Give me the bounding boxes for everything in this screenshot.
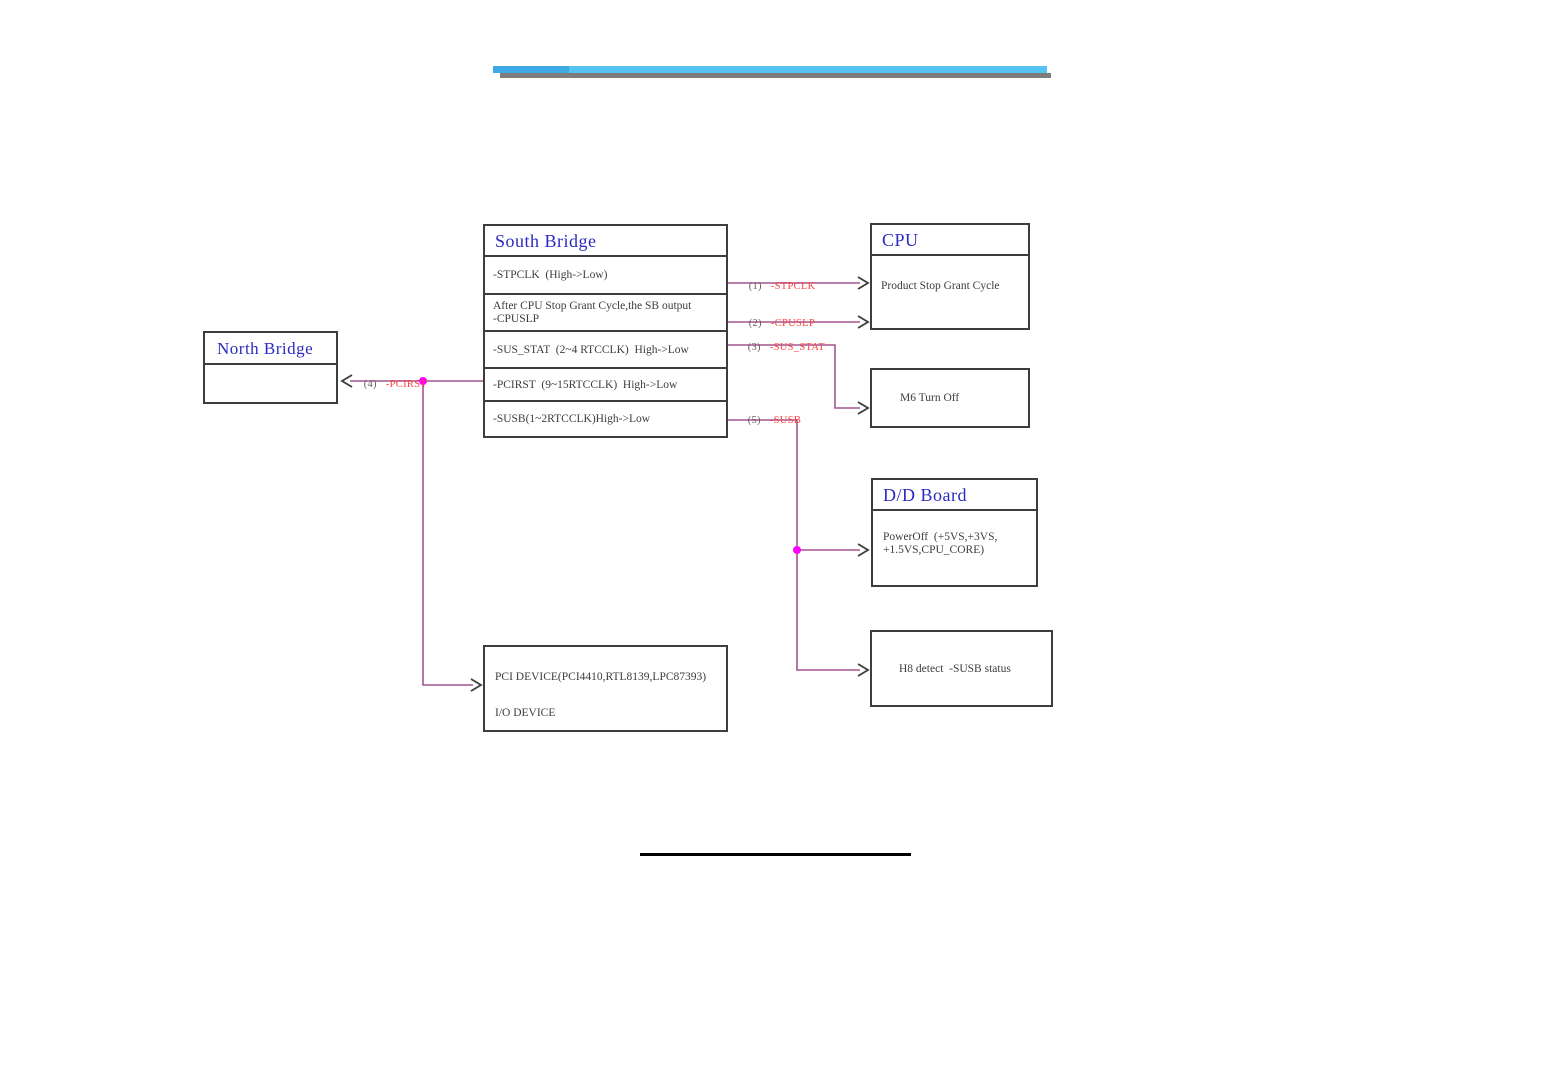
south-bridge-title: South Bridge — [485, 226, 726, 257]
south-bridge-row-pcirst: -PCIRST (9~15RTCCLK) High->Low — [485, 367, 726, 400]
arrowhead-susb-dd — [857, 543, 870, 557]
header-rule-shadow — [500, 73, 1051, 78]
dd-board-body-line1: PowerOff (+5VS,+3VS, — [883, 531, 998, 543]
h8-detect-box: H8 detect -SUSB status — [870, 630, 1053, 707]
south-bridge-row-sus-stat: -SUS_STAT (2~4 RTCCLK) High->Low — [485, 330, 726, 367]
south-bridge-box: South Bridge -STPCLK (High->Low) After C… — [483, 224, 728, 438]
south-bridge-row-susb: -SUSB(1~2RTCCLK)High->Low — [485, 400, 726, 435]
pci-device-label: PCI DEVICE(PCI4410,RTL8139,LPC87393) — [495, 671, 707, 683]
arrowhead-stpclk — [857, 276, 870, 290]
arrowhead-susb-h8 — [857, 663, 870, 677]
connector-pcirst-branch — [422, 381, 473, 686]
signal-label-sus-stat: (3)-SUS_STAT — [747, 342, 825, 353]
signal-label-susb: (5)-SUSB — [747, 415, 802, 426]
south-bridge-row-cpuslp: After CPU Stop Grant Cycle,the SB output… — [485, 293, 726, 330]
arrowhead-pcirst-nb — [340, 374, 353, 388]
h8-detect-label: H8 detect -SUSB status — [899, 662, 1011, 675]
m6-turn-off-box: M6 Turn Off — [870, 368, 1030, 428]
header-rule-accent — [493, 66, 569, 73]
arrowhead-cpuslp — [857, 315, 870, 329]
north-bridge-empty-row — [205, 365, 336, 395]
arrowhead-sus-stat — [857, 401, 870, 415]
north-bridge-box: North Bridge — [203, 331, 338, 404]
south-bridge-row-stpclk: -STPCLK (High->Low) — [493, 269, 608, 281]
cpu-box: CPU Product Stop Grant Cycle — [870, 223, 1030, 330]
junction-dot-susb — [793, 546, 801, 554]
signal-label-cpuslp: (2)-CPUSLP — [748, 318, 815, 329]
dd-board-box: D/D Board PowerOff (+5VS,+3VS, +1.5VS,CP… — [871, 478, 1038, 587]
io-device-label: I/O DEVICE — [495, 707, 556, 719]
footer-rule — [640, 853, 911, 856]
dd-board-body-line2: +1.5VS,CPU_CORE) — [883, 544, 985, 556]
cpu-body: Product Stop Grant Cycle — [881, 280, 1000, 292]
signal-label-pcirst: (4)-PCIRST — [363, 379, 428, 390]
connector-sus-stat — [728, 344, 860, 409]
header-rule-bar — [493, 66, 1047, 73]
m6-turn-off-label: M6 Turn Off — [900, 392, 960, 404]
cpu-title: CPU — [872, 225, 1028, 256]
pci-device-box: PCI DEVICE(PCI4410,RTL8139,LPC87393) I/O… — [483, 645, 728, 732]
arrowhead-pcirst-pci — [470, 678, 483, 692]
signal-label-stpclk: (1)-STPCLK — [748, 281, 816, 292]
junction-dot-pcirst — [419, 377, 427, 385]
dd-board-title: D/D Board — [873, 480, 1036, 511]
north-bridge-title: North Bridge — [205, 333, 336, 365]
connector-susb — [728, 419, 860, 671]
